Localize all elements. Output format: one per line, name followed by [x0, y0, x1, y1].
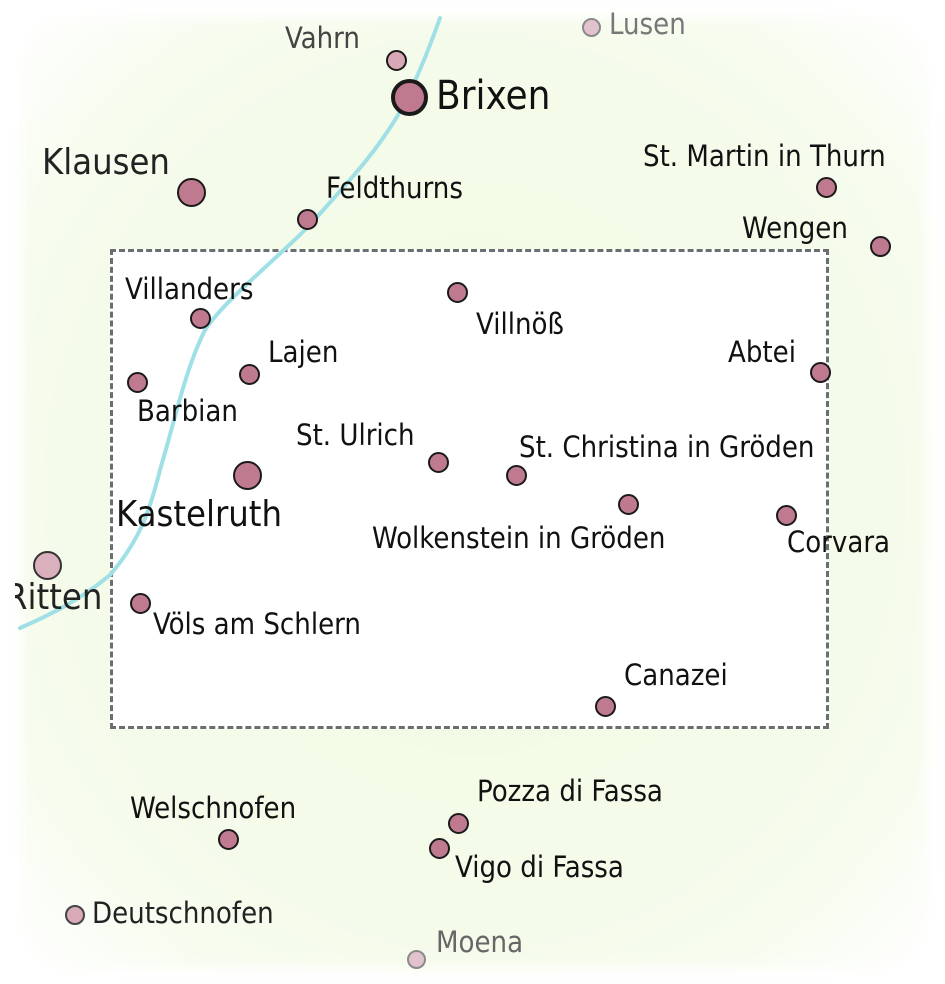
place-dot-pozza-di-fassa[interactable]: [448, 813, 469, 834]
place-dot-st-ulrich[interactable]: [428, 452, 449, 473]
place-label-voels-am-schlern[interactable]: Völs am Schlern: [153, 607, 361, 641]
place-dot-st-christina-in-groeden[interactable]: [506, 465, 527, 486]
place-label-welschnofen[interactable]: Welschnofen: [130, 791, 297, 825]
place-label-moena[interactable]: Moena: [436, 925, 524, 959]
place-label-wengen[interactable]: Wengen: [742, 211, 848, 245]
place-label-pozza-di-fassa[interactable]: Pozza di Fassa: [477, 774, 663, 808]
place-dot-lusen[interactable]: [582, 18, 601, 37]
place-label-brixen[interactable]: Brixen: [436, 73, 551, 119]
place-label-wolkenstein-in-groeden[interactable]: Wolkenstein in Gröden: [372, 521, 666, 555]
place-dot-ritten[interactable]: [33, 551, 62, 580]
place-dot-lajen[interactable]: [239, 364, 260, 385]
place-label-canazei[interactable]: Canazei: [624, 658, 728, 692]
place-label-st-christina-in-groeden[interactable]: St. Christina in Gröden: [519, 430, 815, 464]
place-dot-wolkenstein-in-groeden[interactable]: [618, 494, 639, 515]
place-label-barbian[interactable]: Barbian: [137, 394, 238, 428]
place-label-villanders[interactable]: Villanders: [125, 272, 254, 306]
place-label-abtei[interactable]: Abtei: [728, 335, 796, 369]
place-dot-corvara[interactable]: [776, 505, 797, 526]
place-label-vahrn[interactable]: Vahrn: [285, 21, 360, 55]
place-label-villnoess[interactable]: Villnöß: [476, 307, 564, 341]
place-label-vigo-di-fassa[interactable]: Vigo di Fassa: [455, 850, 624, 884]
place-dot-feldthurns[interactable]: [297, 209, 318, 230]
place-label-lusen[interactable]: Lusen: [609, 7, 686, 41]
place-dot-villanders[interactable]: [190, 308, 211, 329]
place-label-st-ulrich[interactable]: St. Ulrich: [296, 418, 415, 452]
place-label-st-martin-in-thurn[interactable]: St. Martin in Thurn: [643, 139, 886, 173]
place-dot-st-martin-in-thurn[interactable]: [816, 177, 837, 198]
place-dot-abtei[interactable]: [810, 362, 831, 383]
place-dot-brixen[interactable]: [391, 79, 428, 116]
place-dot-moena[interactable]: [407, 950, 426, 969]
place-dot-vigo-di-fassa[interactable]: [429, 838, 450, 859]
place-label-feldthurns[interactable]: Feldthurns: [326, 171, 463, 205]
place-dot-voels-am-schlern[interactable]: [130, 593, 151, 614]
place-label-deutschnofen[interactable]: Deutschnofen: [92, 896, 274, 930]
place-dot-wengen[interactable]: [870, 236, 891, 257]
place-dot-klausen[interactable]: [177, 178, 206, 207]
inset-boundary-box: [110, 249, 829, 729]
place-dot-canazei[interactable]: [595, 696, 616, 717]
place-dot-villnoess[interactable]: [447, 282, 468, 303]
place-label-kastelruth[interactable]: Kastelruth: [116, 494, 283, 535]
place-label-corvara[interactable]: Corvara: [787, 525, 891, 559]
place-dot-deutschnofen[interactable]: [65, 905, 85, 925]
place-label-lajen[interactable]: Lajen: [268, 335, 339, 369]
place-label-ritten[interactable]: Ritten: [5, 577, 103, 618]
place-label-klausen[interactable]: Klausen: [42, 142, 170, 183]
place-dot-kastelruth[interactable]: [233, 461, 262, 490]
place-dot-barbian[interactable]: [127, 372, 148, 393]
place-dot-welschnofen[interactable]: [218, 829, 239, 850]
place-dot-vahrn[interactable]: [386, 50, 407, 71]
